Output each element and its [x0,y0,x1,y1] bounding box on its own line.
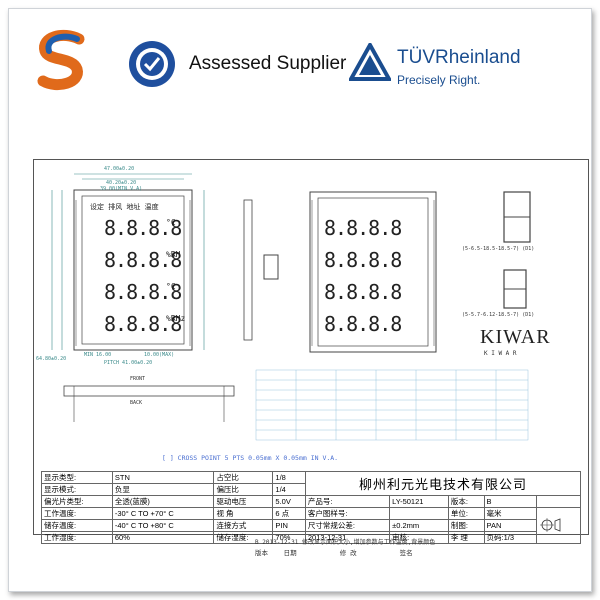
tb-label: 客户图样号: [304,507,391,520]
lcd-digits-3: 8.8.8.8 [104,280,182,304]
tb-value: B [483,495,538,508]
rev-header: 版本 [255,549,268,557]
tb-label: 偏光片类型: [41,495,113,508]
tb-value: -30° C TO +70° C [111,507,215,520]
lcd-label: 设定 [90,203,104,211]
segment-note: (5-5.7-6.12-18.5-7) (D1) [462,312,535,318]
revision-history: B 2013-12-31 修改显示面积大小,增加参数与工作温度,背景颜色 [255,537,435,546]
tb-label: 审核: [389,531,449,544]
rev-header: 日期 [283,549,297,557]
tb-label: 显示类型: [41,471,113,484]
tb-value: 李 理 [447,531,485,544]
tb-value: LY-50121 [389,495,449,508]
projection-symbol-icon [540,517,561,532]
rev-header: 签名 [399,549,413,557]
projection-symbol-cell [536,507,581,544]
lcd-label: 地址 [126,203,141,211]
lcd2-digits-2: 8.8.8.8 [324,248,402,272]
tb-value: 1/4 [272,483,306,496]
dim-label: MIN 16.00 [84,352,112,358]
kiwar-brand-sub: K I W A R [484,350,517,357]
lcd-label: 温度 [144,203,159,211]
front-label: FRONT [130,376,146,382]
tb-value: 60% [111,531,215,544]
tb-label: 制图: [447,519,485,532]
tb-value: 负显 [111,483,215,496]
tb-label: 页码:1/3 [483,531,538,544]
tuv-slogan: Precisely Right. [397,73,481,87]
tb-value: -40° C TO +80° C [111,519,215,532]
tb-value: ±0.2mm [389,519,449,532]
kiwar-brand-mark: KIWAR [480,326,551,348]
page-value: 1/3 [503,533,515,542]
tuv-rheinland-name: TÜVRheinland [397,47,521,68]
tb-label: 连接方式 [213,519,274,532]
tb-empty [389,507,449,520]
company-s-logo-icon [37,30,85,90]
lcd-digits-1: 8.8.8.8 [104,216,182,240]
tb-value: 70% [272,531,306,544]
lcd-digits-2: 8.8.8.8 [104,248,182,272]
tb-value: PAN [483,519,538,532]
assessed-supplier-text: Assessed Supplier [189,53,347,74]
rev-col-b: B [255,539,259,546]
rev-header: 修 改 [339,549,357,557]
lcd2-digits-1: 8.8.8.8 [324,216,402,240]
dim-label: 40.20±0.20 [106,180,137,186]
tb-value: 毫米 [483,507,538,520]
lcd-unit: %RHz [166,314,186,323]
lcd-unit: °C [166,282,176,291]
tb-label: 工作湿度: [41,531,113,544]
certification-header: Assessed Supplier TÜVRheinland Precisely… [9,9,591,109]
dim-label: PITCH 41.00±0.20 [104,360,153,366]
lcd2-digits-4: 8.8.8.8 [324,312,402,336]
tb-value: 1/8 [272,471,306,484]
tb-value: 6 点 [272,507,306,520]
tb-label: 储存温度: [41,519,113,532]
tb-value: 2013-12-31 [304,531,391,544]
tb-label: 产品号: [304,495,391,508]
tb-label: 单位: [447,507,485,520]
lcd-unit: %RH [166,250,181,259]
tb-label: 工作温度: [41,507,113,520]
tb-label: 显示模式: [41,483,113,496]
title-block: 显示类型: STN 占空比 1/8 柳州利元光电技术有限公司 显示模式: 负显 … [41,471,582,544]
lcd-drawing-svg [51,173,531,441]
dim-label: 47.00±0.20 [104,166,135,172]
assessed-supplier-seal-icon [129,41,175,87]
segment-note: (5-6.5-18.5-18.5-7) (D1) [462,246,535,252]
tb-label: 驱动电压 [213,495,274,508]
tb-empty [536,495,581,508]
tb-label: 视 角 [213,507,274,520]
back-label: BACK [130,400,143,406]
dim-label: 10.00(MAX) [144,352,175,358]
page-label: 页码: [486,533,504,542]
tuv-triangle-logo-icon [349,43,391,81]
tb-label: 偏压比 [213,483,274,496]
company-name: 柳州利元光电技术有限公司 [304,471,582,496]
revision-header-row: 版本 日期 修 改 签名 [255,547,413,557]
lcd2-digits-3: 8.8.8.8 [324,280,402,304]
tb-label: 尺寸常规公差: [304,519,391,532]
tb-value: PIN [272,519,306,532]
tb-value: STN [111,471,215,484]
image-frame: Assessed Supplier TÜVRheinland Precisely… [8,8,592,592]
lcd-unit: °C [166,218,176,227]
cross-point-note: [ ] CROSS POINT 5 PTS 0.05mm X 0.05mm IN… [162,454,339,462]
tb-label: 储存湿度: [213,531,274,544]
lcd-label: 排风 [108,203,123,211]
tb-label: 占空比 [213,471,274,484]
tb-value: 5.0V [272,495,306,508]
lcd-label-row: 设定 排风 地址 温度 [90,202,159,212]
lcd-digits-4: 8.8.8.8 [104,312,182,336]
dim-label: 39.00(MIN V.A) [100,186,143,192]
rev-note: 2013-12-31 修改显示面积大小,增加参数与工作温度,背景颜色 [262,539,436,546]
dim-label: 64.80±0.20 [36,356,67,362]
tb-value: 全透(蓝膜) [111,495,215,508]
tb-label: 版本: [447,495,485,508]
